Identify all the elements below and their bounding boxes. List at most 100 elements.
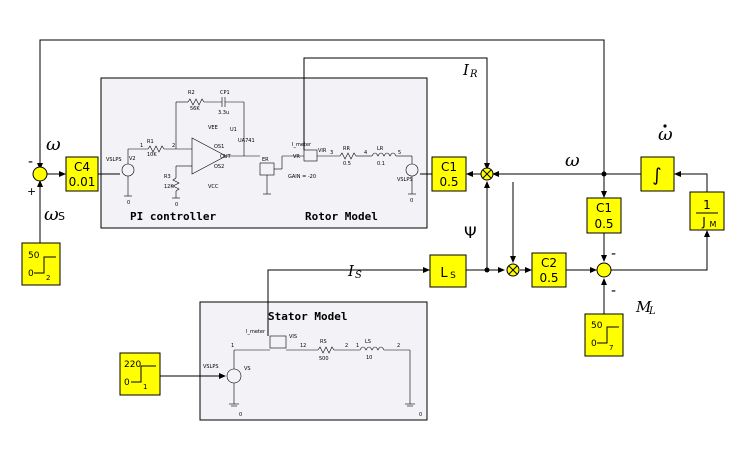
inv-j-denominator: J — [701, 215, 706, 229]
resistor-r2 — [187, 98, 205, 106]
step-omega-s-initial: 0 — [28, 269, 34, 279]
r1-label: R1 — [147, 139, 154, 145]
rotor-model-label: Rotor Model — [305, 210, 378, 223]
node-1: 1 — [140, 143, 143, 149]
node-3: 3 — [330, 150, 333, 156]
resistor-rr — [339, 152, 357, 160]
c4-name: C4 — [74, 160, 90, 174]
opamp-ua741 — [191, 137, 227, 175]
step-ml-final: 50 — [591, 321, 603, 331]
step-omega-s-time: 2 — [46, 274, 50, 282]
stator-node-2: 2 — [397, 343, 400, 349]
ir-label: I — [462, 61, 470, 79]
omega-s-subscript: S — [58, 210, 65, 223]
stator-circuit: I_meter VIS 1 12 RS 500 2 1 LS 10 2 0 VS… — [203, 329, 422, 418]
vr-label: VR — [293, 154, 300, 160]
gain-label: GAIN = -20 — [288, 174, 316, 180]
step-source-ml: 50 0 7 — [584, 313, 624, 357]
step-220-time: 1 — [143, 383, 147, 391]
step-omega-s-final: 50 — [28, 251, 40, 261]
pi-controller-label: PI controller — [130, 210, 216, 223]
ir-subscript: R — [469, 69, 478, 80]
rotor-i-meter-label: I_meter — [292, 142, 312, 148]
ml-label: M — [635, 298, 652, 316]
gain-block-c1-right: C1 0.5 — [586, 197, 622, 234]
vis-label: VIS — [289, 334, 297, 340]
rr-value: 0.5 — [343, 161, 351, 167]
stator-node-12: 12 — [300, 343, 306, 349]
stator-ground-left: 0 — [239, 412, 242, 418]
node-2: 2 — [172, 143, 175, 149]
stator-panel: Stator Model I_meter VIS 1 12 RS 500 2 1… — [199, 301, 428, 421]
c1-label: CP1 — [220, 90, 230, 96]
c1-left-name: C1 — [441, 160, 457, 174]
rr-label: RR — [343, 146, 350, 152]
is-label: I — [347, 262, 355, 280]
rs-value: 500 — [319, 356, 329, 362]
stator-current-meter — [269, 335, 287, 349]
ls-value: 10 — [366, 355, 372, 361]
gain-block-c1-left: C1 0.5 — [431, 156, 467, 192]
rotor-pi-panel-frame — [100, 77, 428, 229]
stator-node-1: 1 — [231, 343, 234, 349]
ml-subscript: L — [648, 306, 656, 317]
v2-label: V2 — [129, 156, 136, 162]
omega-s-label: ω — [44, 204, 59, 225]
inv-j-numerator: 1 — [703, 198, 711, 212]
rs-label: RS — [320, 339, 327, 345]
omega-input-label: ω — [46, 134, 61, 155]
upper-multiplier — [480, 167, 494, 181]
r2-label: R2 — [188, 90, 195, 96]
lower-multiplier — [506, 263, 520, 277]
ground-0-b: 0 — [175, 202, 178, 208]
integrator-block: ∫ — [640, 156, 675, 192]
r2-value: 56K — [190, 106, 200, 112]
signal-wires — [37, 39, 710, 379]
c1-right-name: C1 — [596, 201, 612, 215]
ua741-label: UA741 — [238, 138, 255, 144]
c4-value: 0.01 — [69, 175, 96, 189]
step-ml-initial: 0 — [591, 339, 597, 349]
is-subscript: S — [355, 270, 362, 281]
integrator-symbol: ∫ — [652, 165, 661, 186]
rotor-current-meter — [303, 149, 318, 162]
step-220-final: 220 — [124, 360, 141, 370]
stator-node-2a: 2 — [345, 343, 348, 349]
c2-value: 0.5 — [539, 271, 558, 285]
step-ml-time: 7 — [609, 344, 613, 352]
vslps-left-label: VSLPS — [106, 157, 122, 163]
step-220-initial: 0 — [124, 378, 130, 388]
vir-label: VIR — [318, 148, 327, 154]
inductor-ls — [359, 346, 385, 351]
left-summing-junction — [32, 166, 48, 182]
omega-dot-label: ω — [658, 124, 673, 145]
stator-i-meter-label: I_meter — [246, 329, 266, 335]
ls-block: L S — [429, 254, 467, 288]
ls-name: L — [440, 266, 448, 281]
right-sum-minus-bottom: - — [611, 283, 616, 299]
stator-vs-label: VS — [244, 366, 251, 372]
step-source-omega-s: 50 0 2 — [21, 242, 61, 286]
inductor-lr — [371, 152, 397, 157]
vee-label: VEE — [208, 125, 218, 131]
lr-label: LR — [377, 146, 384, 152]
rotor-pi-panel: PI controller Rotor Model VSLPS V2 0 R1 … — [100, 77, 428, 229]
c1-left-value: 0.5 — [439, 175, 458, 189]
inverse-inertia-block: 1 J M — [689, 191, 725, 231]
os2-label: OS2 — [214, 164, 224, 170]
node-5: 5 — [398, 150, 401, 156]
er-label: ER — [262, 157, 269, 163]
c2-name: C2 — [541, 256, 557, 270]
omega-dot-mark — [663, 124, 667, 128]
r3-value: 12K — [164, 184, 174, 190]
lr-value: 0.1 — [377, 161, 385, 167]
ls-circuit-label: LS — [365, 339, 371, 345]
psi-label: Ψ — [464, 223, 477, 242]
vslps-right-label: VSLPS — [397, 177, 413, 183]
ground-0-c: 0 — [410, 198, 413, 204]
signal-labels: ω - + ω S I R ω ω Ψ I S M L - - — [27, 61, 673, 317]
u1-label: U1 — [230, 127, 237, 133]
gain-block-c2: C2 0.5 — [531, 252, 567, 288]
resistor-r1 — [147, 145, 165, 153]
